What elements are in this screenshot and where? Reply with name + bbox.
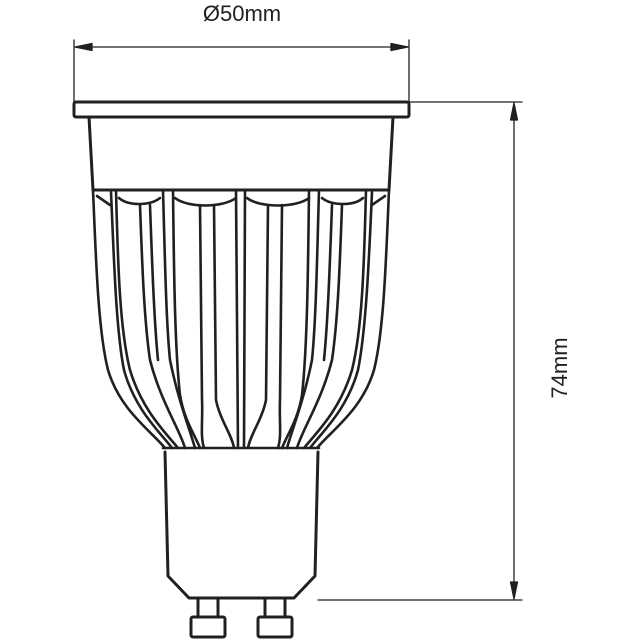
width-dimension-line bbox=[73, 39, 410, 105]
diameter-label: Ø50mm bbox=[202, 1, 282, 26]
cooling-fins bbox=[91, 188, 391, 450]
gu10-pins bbox=[189, 596, 294, 639]
bulb-housing bbox=[87, 115, 395, 192]
bulb-rim bbox=[72, 100, 411, 119]
height-dimension-line bbox=[317, 101, 523, 601]
height-label: 74mm bbox=[547, 337, 572, 399]
bulb-base bbox=[163, 450, 320, 600]
